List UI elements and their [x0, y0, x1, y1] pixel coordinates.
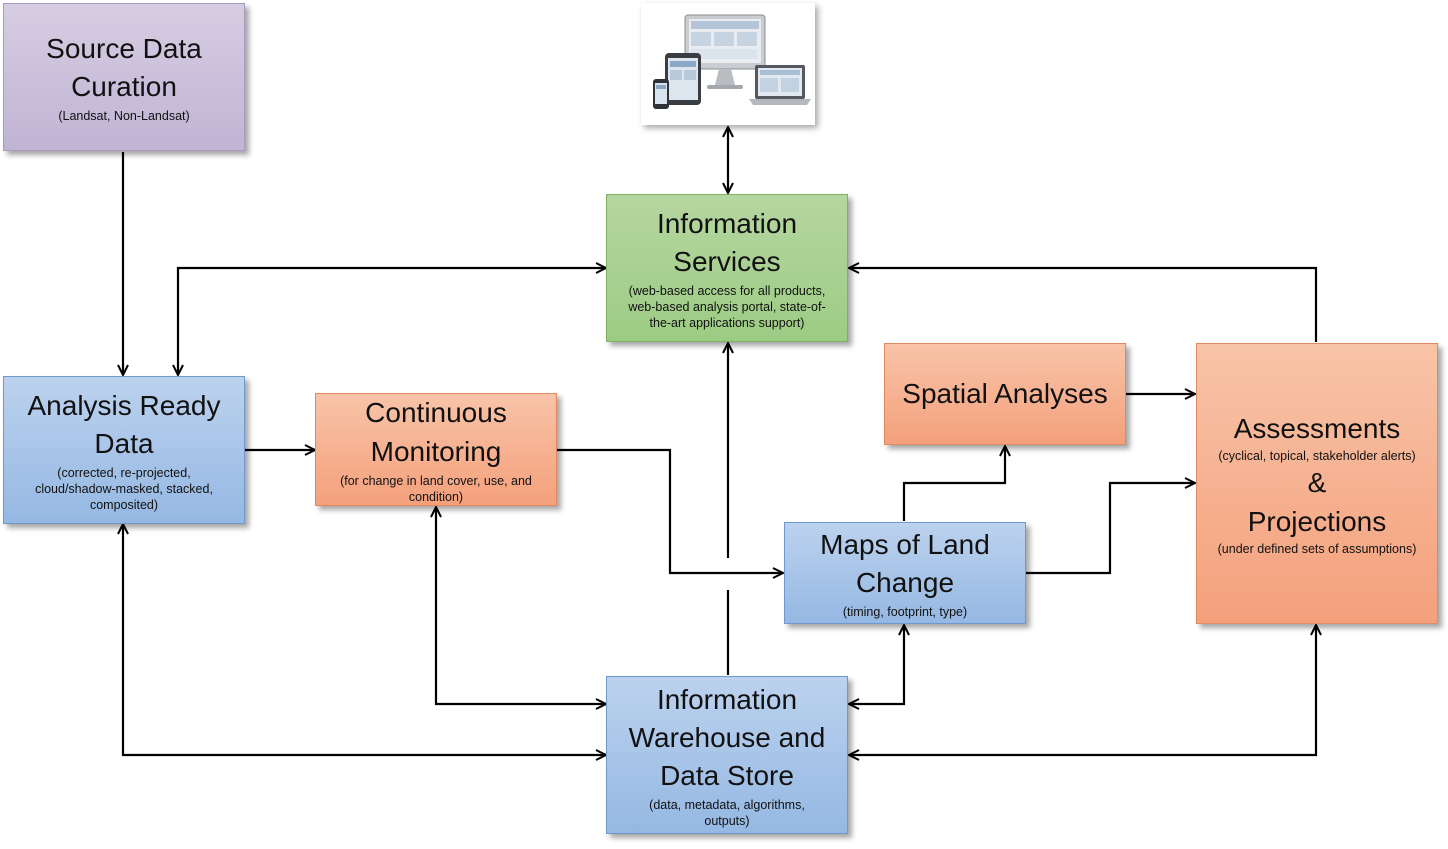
edge-warehouse-assessments [849, 625, 1316, 755]
node-title: Spatial Analyses [902, 377, 1108, 409]
edge-warehouse-maps [849, 625, 904, 704]
edge-maps-to-assessments [1026, 483, 1195, 575]
node-information-warehouse: Information Warehouse and Data Store (da… [606, 676, 848, 834]
node-information-services: Information Services (web-based access f… [606, 194, 848, 342]
node-assessments-projections: Assessments (cyclical, topical, stakehol… [1196, 343, 1438, 624]
node-title: Maps of Land Change [820, 528, 990, 598]
node-subtitle-2: (under defined sets of assumptions) [1217, 541, 1417, 556]
node-subtitle: (timing, footprint, type) [842, 605, 968, 620]
node-source-data-curation: Source Data Curation (Landsat, Non-Lands… [3, 3, 245, 151]
node-title: Information Warehouse and Data Store [628, 683, 826, 792]
node-subtitle: (cyclical, topical, stakeholder alerts) [1218, 449, 1416, 464]
node-spatial-analyses: Spatial Analyses [884, 343, 1126, 445]
node-analysis-ready-data: Analysis Ready Data (corrected, re-proje… [3, 376, 245, 524]
node-maps-of-land-change: Maps of Land Change (timing, footprint, … [784, 522, 1026, 624]
edge-monitoring-to-maps [557, 448, 783, 573]
edge-maps-to-spatial [902, 446, 1005, 521]
ampersand: & [1307, 467, 1327, 499]
node-subtitle: (Landsat, Non-Landsat) [58, 109, 190, 124]
node-subtitle: (corrected, re-projected, cloud/shadow-m… [35, 466, 213, 513]
edge-assessments-to-info-services [849, 268, 1318, 342]
edge-ard-warehouse [123, 524, 606, 755]
node-subtitle: (web-based access for all products, web-… [628, 284, 826, 331]
node-subtitle: (data, metadata, algorithms, outputs) [649, 798, 805, 829]
node-title: Analysis Ready Data [27, 389, 221, 459]
node-title: Information Services [656, 207, 798, 277]
node-title: Assessments [1233, 413, 1401, 445]
edge-monitoring-warehouse [436, 507, 606, 704]
node-title: Source Data Curation [46, 32, 202, 102]
edge-ard-info-services [178, 268, 606, 375]
node-continuous-monitoring: Continuous Monitoring (for change in lan… [315, 393, 557, 506]
node-subtitle: (for change in land cover, use, and cond… [340, 473, 532, 504]
node-title: Continuous Monitoring [365, 397, 507, 467]
node-title-2: Projections [1247, 505, 1387, 537]
responsive-devices-icon [641, 3, 815, 125]
